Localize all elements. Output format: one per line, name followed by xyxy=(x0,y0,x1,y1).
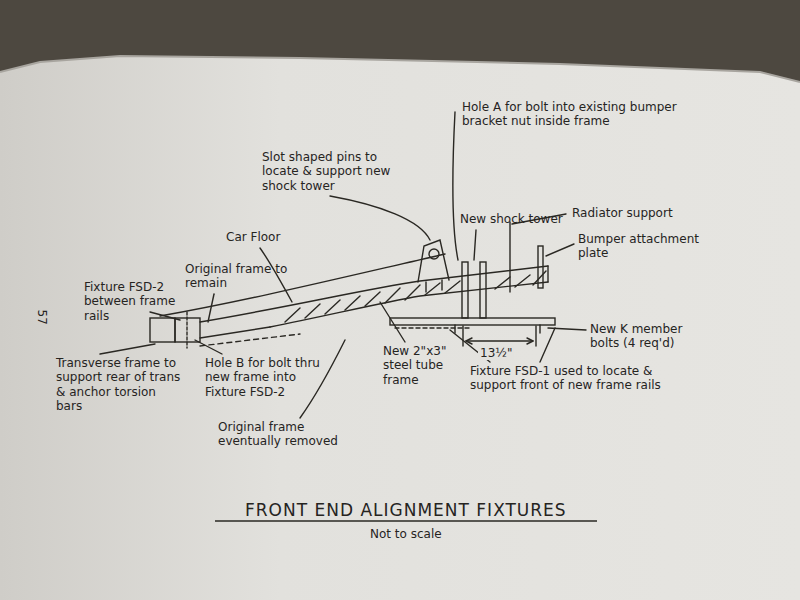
callout-label: Original frame to remain xyxy=(185,262,290,291)
part-label: New shock tower xyxy=(460,212,585,226)
diagram-title: FRONT END ALIGNMENT FIXTURES xyxy=(245,500,567,520)
dimension-label: 13½" xyxy=(478,346,514,360)
fixture-label: Fixture FSD-2 between frame rails xyxy=(84,280,184,323)
part-label: New K member bolts (4 req'd) xyxy=(590,322,708,351)
part-label: Car Floor xyxy=(226,230,311,244)
callout-label: Hole A for bolt into existing bumper bra… xyxy=(462,100,677,129)
part-label: Radiator support xyxy=(572,206,707,220)
diagram-caption: Not to scale xyxy=(370,527,442,541)
callout-label: Transverse frame to support rear of tran… xyxy=(56,356,181,414)
callout-label: Hole B for bolt thru new frame into Fixt… xyxy=(205,356,320,399)
fixture-label: Fixture FSD-1 used to locate & support f… xyxy=(470,364,662,393)
callout-label: Original frame eventually removed xyxy=(218,420,363,449)
part-label: New 2"x3" steel tube frame xyxy=(383,344,463,387)
page-number: 57 xyxy=(34,310,48,325)
callout-label: Slot shaped pins to locate & support new… xyxy=(262,150,412,193)
part-label: Bumper attachment plate xyxy=(578,232,708,261)
